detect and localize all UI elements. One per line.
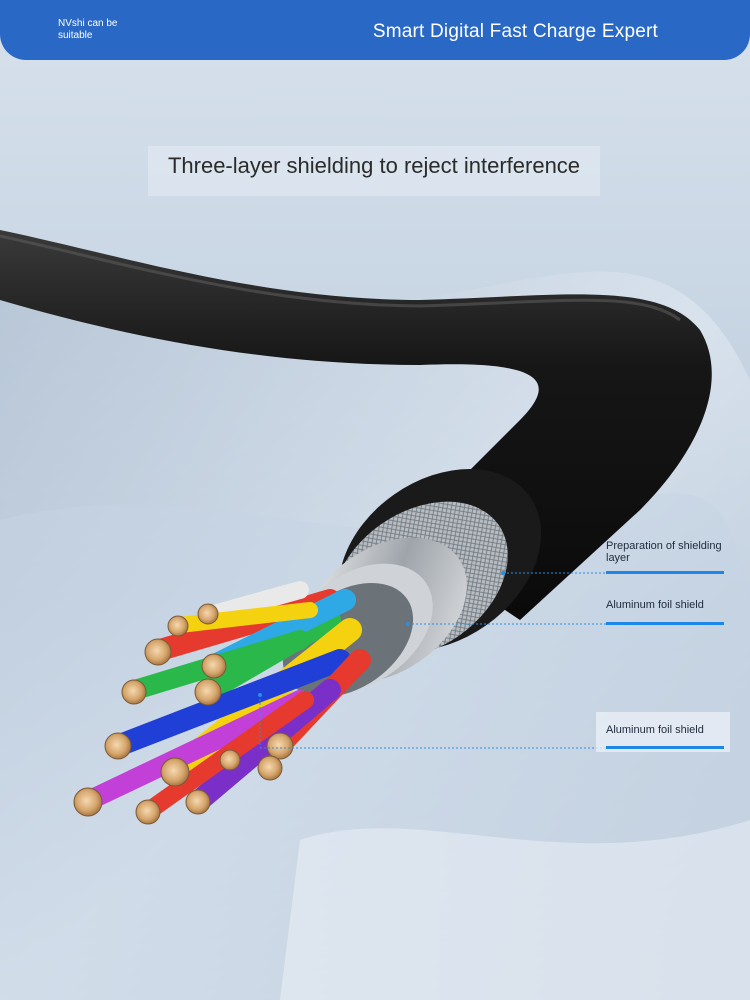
page-headline: Three-layer shielding to reject interfer… [148,146,600,196]
callout-rule-1 [606,571,724,574]
tagline: Smart Digital Fast Charge Expert [372,21,658,42]
callout-foil-shield-2: Aluminum foil shield [606,724,704,736]
top-banner: NVshi can be suitable Smart Digital Fast… [0,0,750,60]
callout-foil-shield-1: Aluminum foil shield [606,599,704,611]
callout-rule-2 [606,622,724,625]
callout-rule-3 [606,746,724,749]
brand-label: NVshi can be suitable [58,18,118,41]
callout-shielding-layer: Preparation of shielding layer [606,540,722,564]
callout-backdrop [596,712,730,752]
